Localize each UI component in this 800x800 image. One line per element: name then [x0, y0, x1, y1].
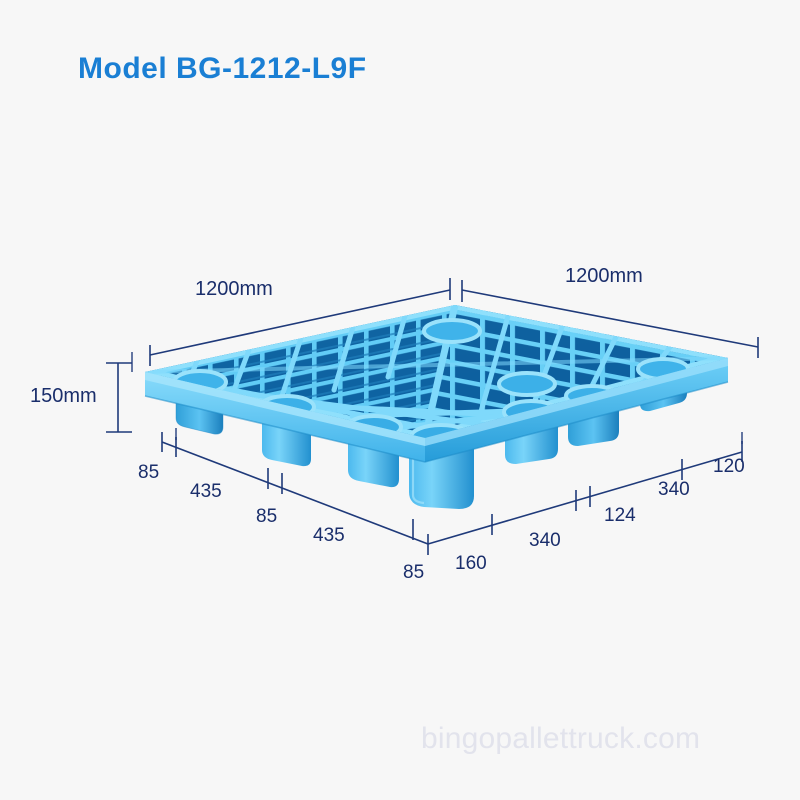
- dim-left-4: 435: [313, 525, 345, 546]
- dim-right-5: 120: [713, 456, 745, 477]
- dim-right-3: 124: [604, 505, 636, 526]
- dim-height: 150mm: [30, 385, 97, 407]
- deck-edges: [144, 358, 729, 463]
- dim-left-1: 85: [138, 462, 159, 483]
- dim-width-left: 1200mm: [195, 278, 273, 300]
- dimension-labels: 1200mm 1200mm 150mm 85 435 85 435 85 160…: [30, 265, 745, 583]
- dim-width-right: 1200mm: [565, 265, 643, 287]
- dimension-lines: [106, 278, 759, 555]
- dim-left-5: 85: [403, 562, 424, 583]
- dim-right-4: 340: [658, 479, 690, 500]
- dim-left-2: 435: [190, 481, 222, 502]
- site-watermark: bingopallettruck.com: [421, 722, 701, 755]
- dim-right-1: 160: [455, 553, 487, 574]
- page-title: Model BG-1212-L9F: [78, 52, 367, 85]
- dim-left-3: 85: [256, 506, 277, 527]
- dim-right-2: 340: [529, 530, 561, 551]
